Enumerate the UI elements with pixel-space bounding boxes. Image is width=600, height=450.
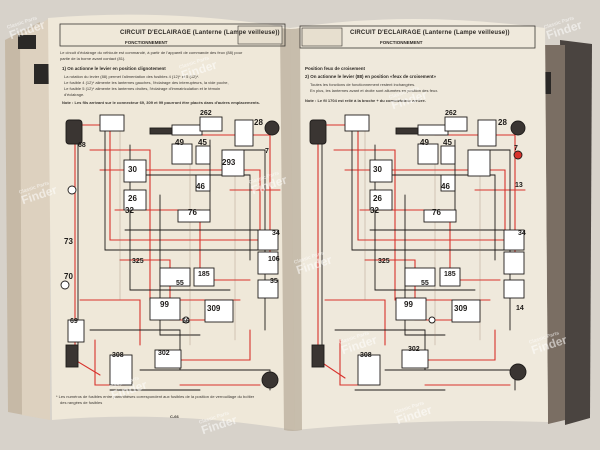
right-label-26: 26 — [373, 194, 382, 203]
right-label-302: 302 — [408, 346, 420, 353]
right-section: Position feux de croisement — [305, 66, 366, 71]
left-step-1: 1) On actionne le levier en position cli… — [62, 66, 166, 71]
left-footnote: * Les numéros de fusibles entre parenthè… — [56, 394, 255, 399]
left-label-302: 302 — [158, 350, 170, 357]
left-label-7: 7 — [265, 148, 269, 155]
left-label-185: 185 — [198, 271, 210, 278]
book-edge-right — [545, 45, 565, 424]
left-label-49: 49 — [175, 138, 184, 147]
left-components — [60, 114, 280, 389]
right-wiring-diagram — [317, 119, 526, 391]
book-spine-right — [560, 40, 592, 425]
left-step-1a: La rotation du levier (88) permet l'alim… — [64, 74, 200, 79]
left-label-32: 32 — [125, 206, 134, 215]
left-label-35: 35 — [270, 278, 278, 285]
right-label-45: 45 — [443, 138, 452, 147]
left-label-30: 30 — [128, 165, 137, 174]
right-label-14: 14 — [516, 305, 524, 312]
left-label-68: 68 — [78, 142, 86, 149]
left-note: Note : Les fils arrivant sur le connecte… — [62, 100, 260, 105]
page-stack-left-2 — [20, 18, 50, 420]
left-label-55: 55 — [176, 280, 184, 287]
left-label-106: 106 — [268, 256, 280, 263]
left-label-34: 34 — [272, 230, 280, 237]
left-footnote-2: des rangées de fusibles — [60, 400, 103, 405]
left-label-76: 76 — [188, 208, 197, 217]
left-title: CIRCUIT D'ECLAIRAGE (Lanterne (Lampe vei… — [120, 30, 280, 36]
left-page-number: C-66 — [170, 414, 179, 419]
left-header-box — [59, 23, 286, 47]
right-note: Note : Le fil 1704 est relié à la broche… — [305, 98, 426, 103]
left-intro: Le circuit d'éclairage du véhicule est c… — [60, 50, 243, 55]
left-label-26: 26 — [128, 194, 137, 203]
left-label-73: 73 — [64, 237, 73, 246]
right-label-262: 262 — [445, 110, 457, 117]
right-label-325: 325 — [378, 258, 390, 265]
right-label-32: 32 — [370, 206, 379, 215]
left-step-1c: Le fusible 5 (12)* alimente les lanterne… — [64, 86, 221, 91]
right-title: CIRCUIT D'ECLAIRAGE (Lanterne (Lampe vei… — [350, 30, 510, 36]
right-components — [309, 114, 527, 386]
left-intro-2: partie de la borne avant contact (81). — [60, 56, 126, 61]
right-label-7: 7 — [514, 145, 518, 152]
right-label-76: 76 — [432, 208, 441, 217]
left-label-70: 70 — [64, 272, 73, 281]
left-header-logo — [237, 25, 283, 45]
left-label-69: 69 — [70, 318, 78, 325]
left-step-1d: d'éclairage. — [64, 92, 85, 97]
left-label-309: 309 — [207, 304, 221, 313]
right-step-2b: En plus, les lanternes avant et droite s… — [310, 88, 439, 93]
right-label-185: 185 — [444, 271, 456, 278]
right-label-28: 28 — [498, 118, 507, 127]
right-step-2a: Toutes les fonctions de fonctionnement r… — [310, 82, 416, 87]
right-header-box — [299, 25, 536, 49]
right-label-55: 55 — [421, 280, 429, 287]
right-header-logo — [301, 27, 343, 47]
left-label-262: 262 — [200, 110, 212, 117]
right-label-46: 46 — [441, 182, 450, 191]
left-label-45: 45 — [198, 138, 207, 147]
right-label-49: 49 — [420, 138, 429, 147]
right-label-309: 309 — [454, 304, 468, 313]
right-label-13: 13 — [515, 182, 523, 189]
left-label-46: 46 — [196, 182, 205, 191]
right-label-308: 308 — [360, 352, 372, 359]
right-label-30: 30 — [373, 165, 382, 174]
left-subtitle: FONCTIONNEMENT — [125, 40, 168, 45]
left-label-293: 293 — [222, 158, 236, 167]
left-label-56: 56 — [182, 318, 190, 325]
right-step-2: 2) On actionne le levier (88) en positio… — [305, 74, 437, 79]
index-tab-2 — [18, 35, 36, 49]
right-label-99: 99 — [404, 300, 413, 309]
left-step-1b: Le fusible 4 (12)* alimente les lanterne… — [64, 80, 229, 85]
left-label-325: 325 — [132, 258, 144, 265]
right-label-34: 34 — [518, 230, 526, 237]
right-subtitle: FONCTIONNEMENT — [380, 40, 423, 45]
left-label-99: 99 — [160, 300, 169, 309]
left-label-308: 308 — [112, 352, 124, 359]
gutter-shadow — [280, 28, 302, 431]
left-label-28: 28 — [254, 118, 263, 127]
